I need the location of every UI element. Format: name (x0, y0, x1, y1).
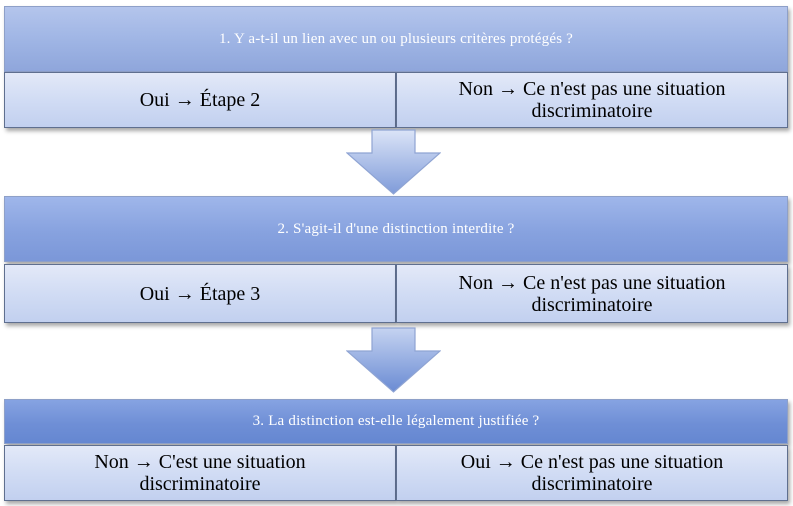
step-3-yes-box: Oui → Ce n'est pas une situation discrim… (396, 445, 788, 501)
step-1-yes-box: Oui → Étape 2 (4, 72, 396, 128)
step-2-question-text: 2. S'agit-il d'une distinction interdite… (277, 220, 515, 237)
step-3-no-text: Non → C'est une situation discriminatoir… (94, 451, 306, 495)
step-2-yes-text: Oui → Étape 3 (139, 282, 261, 305)
down-arrow-icon (346, 327, 441, 393)
down-arrow-icon (346, 129, 441, 195)
step-1-no-text: Non → Ce n'est pas une situation discrim… (458, 78, 726, 122)
step-3-question-text: 3. La distinction est-elle légalement ju… (252, 413, 540, 429)
step-1-no-box: Non → Ce n'est pas une situation discrim… (396, 72, 788, 128)
step-1-question-text: 1. Y a-t-il un lien avec un ou plusieurs… (218, 30, 574, 47)
step-2-yes-box: Oui → Étape 3 (4, 264, 396, 323)
step-2-no-text: Non → Ce n'est pas une situation discrim… (458, 271, 726, 316)
step-1-yes-text: Oui → Étape 2 (139, 89, 261, 111)
step-2-no-box: Non → Ce n'est pas une situation discrim… (396, 264, 788, 323)
step-3-question: 3. La distinction est-elle légalement ju… (4, 399, 788, 444)
step-2-question: 2. S'agit-il d'une distinction interdite… (4, 196, 788, 262)
step-1-question: 1. Y a-t-il un lien avec un ou plusieurs… (4, 6, 788, 72)
step-3-yes-text: Oui → Ce n'est pas une situation discrim… (460, 451, 724, 495)
step-3-no-box: Non → C'est une situation discriminatoir… (4, 445, 396, 501)
